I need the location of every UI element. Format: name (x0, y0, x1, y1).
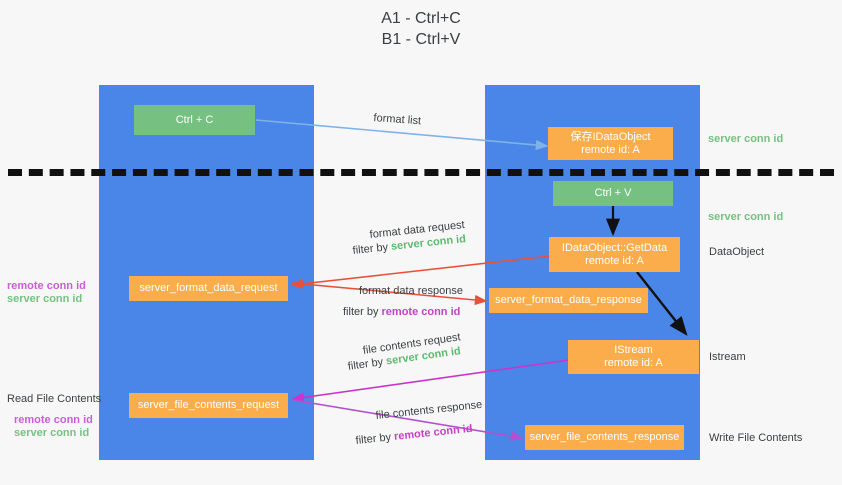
annotation-right-server-conn-id-1: server conn id (708, 133, 784, 145)
filter-key-remote-conn-id: remote conn id (381, 306, 461, 318)
page-title: A1 - Ctrl+C B1 - Ctrl+V (381, 10, 461, 48)
annotation-left-server-conn-id-1: server conn id (7, 293, 83, 305)
filter-prefix: filter by (347, 355, 387, 373)
annotation-left-remote-conn-id-1: remote conn id (7, 280, 86, 292)
annotation-right-write-file-contents: Write File Contents (709, 432, 803, 444)
edge-label-format-list: format list (373, 111, 422, 128)
filter-prefix: filter by (355, 430, 395, 447)
filter-key-remote-conn-id: remote conn id (393, 422, 474, 443)
annotation-left-server-conn-id-2: server conn id (14, 427, 90, 439)
filter-prefix: filter by (343, 306, 382, 318)
node-server-format-data-response[interactable]: server_format_data_response (489, 288, 648, 313)
node-server-format-data-request[interactable]: server_format_data_request (129, 276, 288, 301)
phase-divider (8, 169, 834, 176)
node-ctrl-v[interactable]: Ctrl + V (553, 181, 673, 206)
node-save-idataobject[interactable]: 保存IDataObject remote id: A (548, 127, 673, 160)
edge-label-file-contents-response: file contents response (375, 398, 483, 422)
node-istream[interactable]: IStream remote id: A (568, 340, 699, 374)
node-idataobject-getdata[interactable]: IDataObject::GetData remote id: A (549, 237, 680, 272)
node-server-file-contents-response[interactable]: server_file_contents_response (525, 425, 684, 450)
annotation-right-server-conn-id-2: server conn id (708, 211, 784, 223)
edge-label-file-contents-response-filter: filter by remote conn id (355, 422, 473, 448)
annotation-right-istream: Istream (709, 351, 746, 363)
annotation-left-read-file-contents: Read File Contents (7, 393, 102, 405)
edge-label-format-data-response-filter: filter by remote conn id (343, 305, 460, 319)
node-ctrl-c[interactable]: Ctrl + C (134, 105, 255, 135)
node-server-file-contents-request[interactable]: server_file_contents_request (129, 393, 288, 418)
annotation-left-remote-conn-id-2: remote conn id (14, 414, 93, 426)
filter-prefix: filter by (352, 240, 392, 257)
edge-label-format-data-response: format data response (359, 285, 463, 297)
annotation-right-dataobject: DataObject (709, 246, 765, 258)
